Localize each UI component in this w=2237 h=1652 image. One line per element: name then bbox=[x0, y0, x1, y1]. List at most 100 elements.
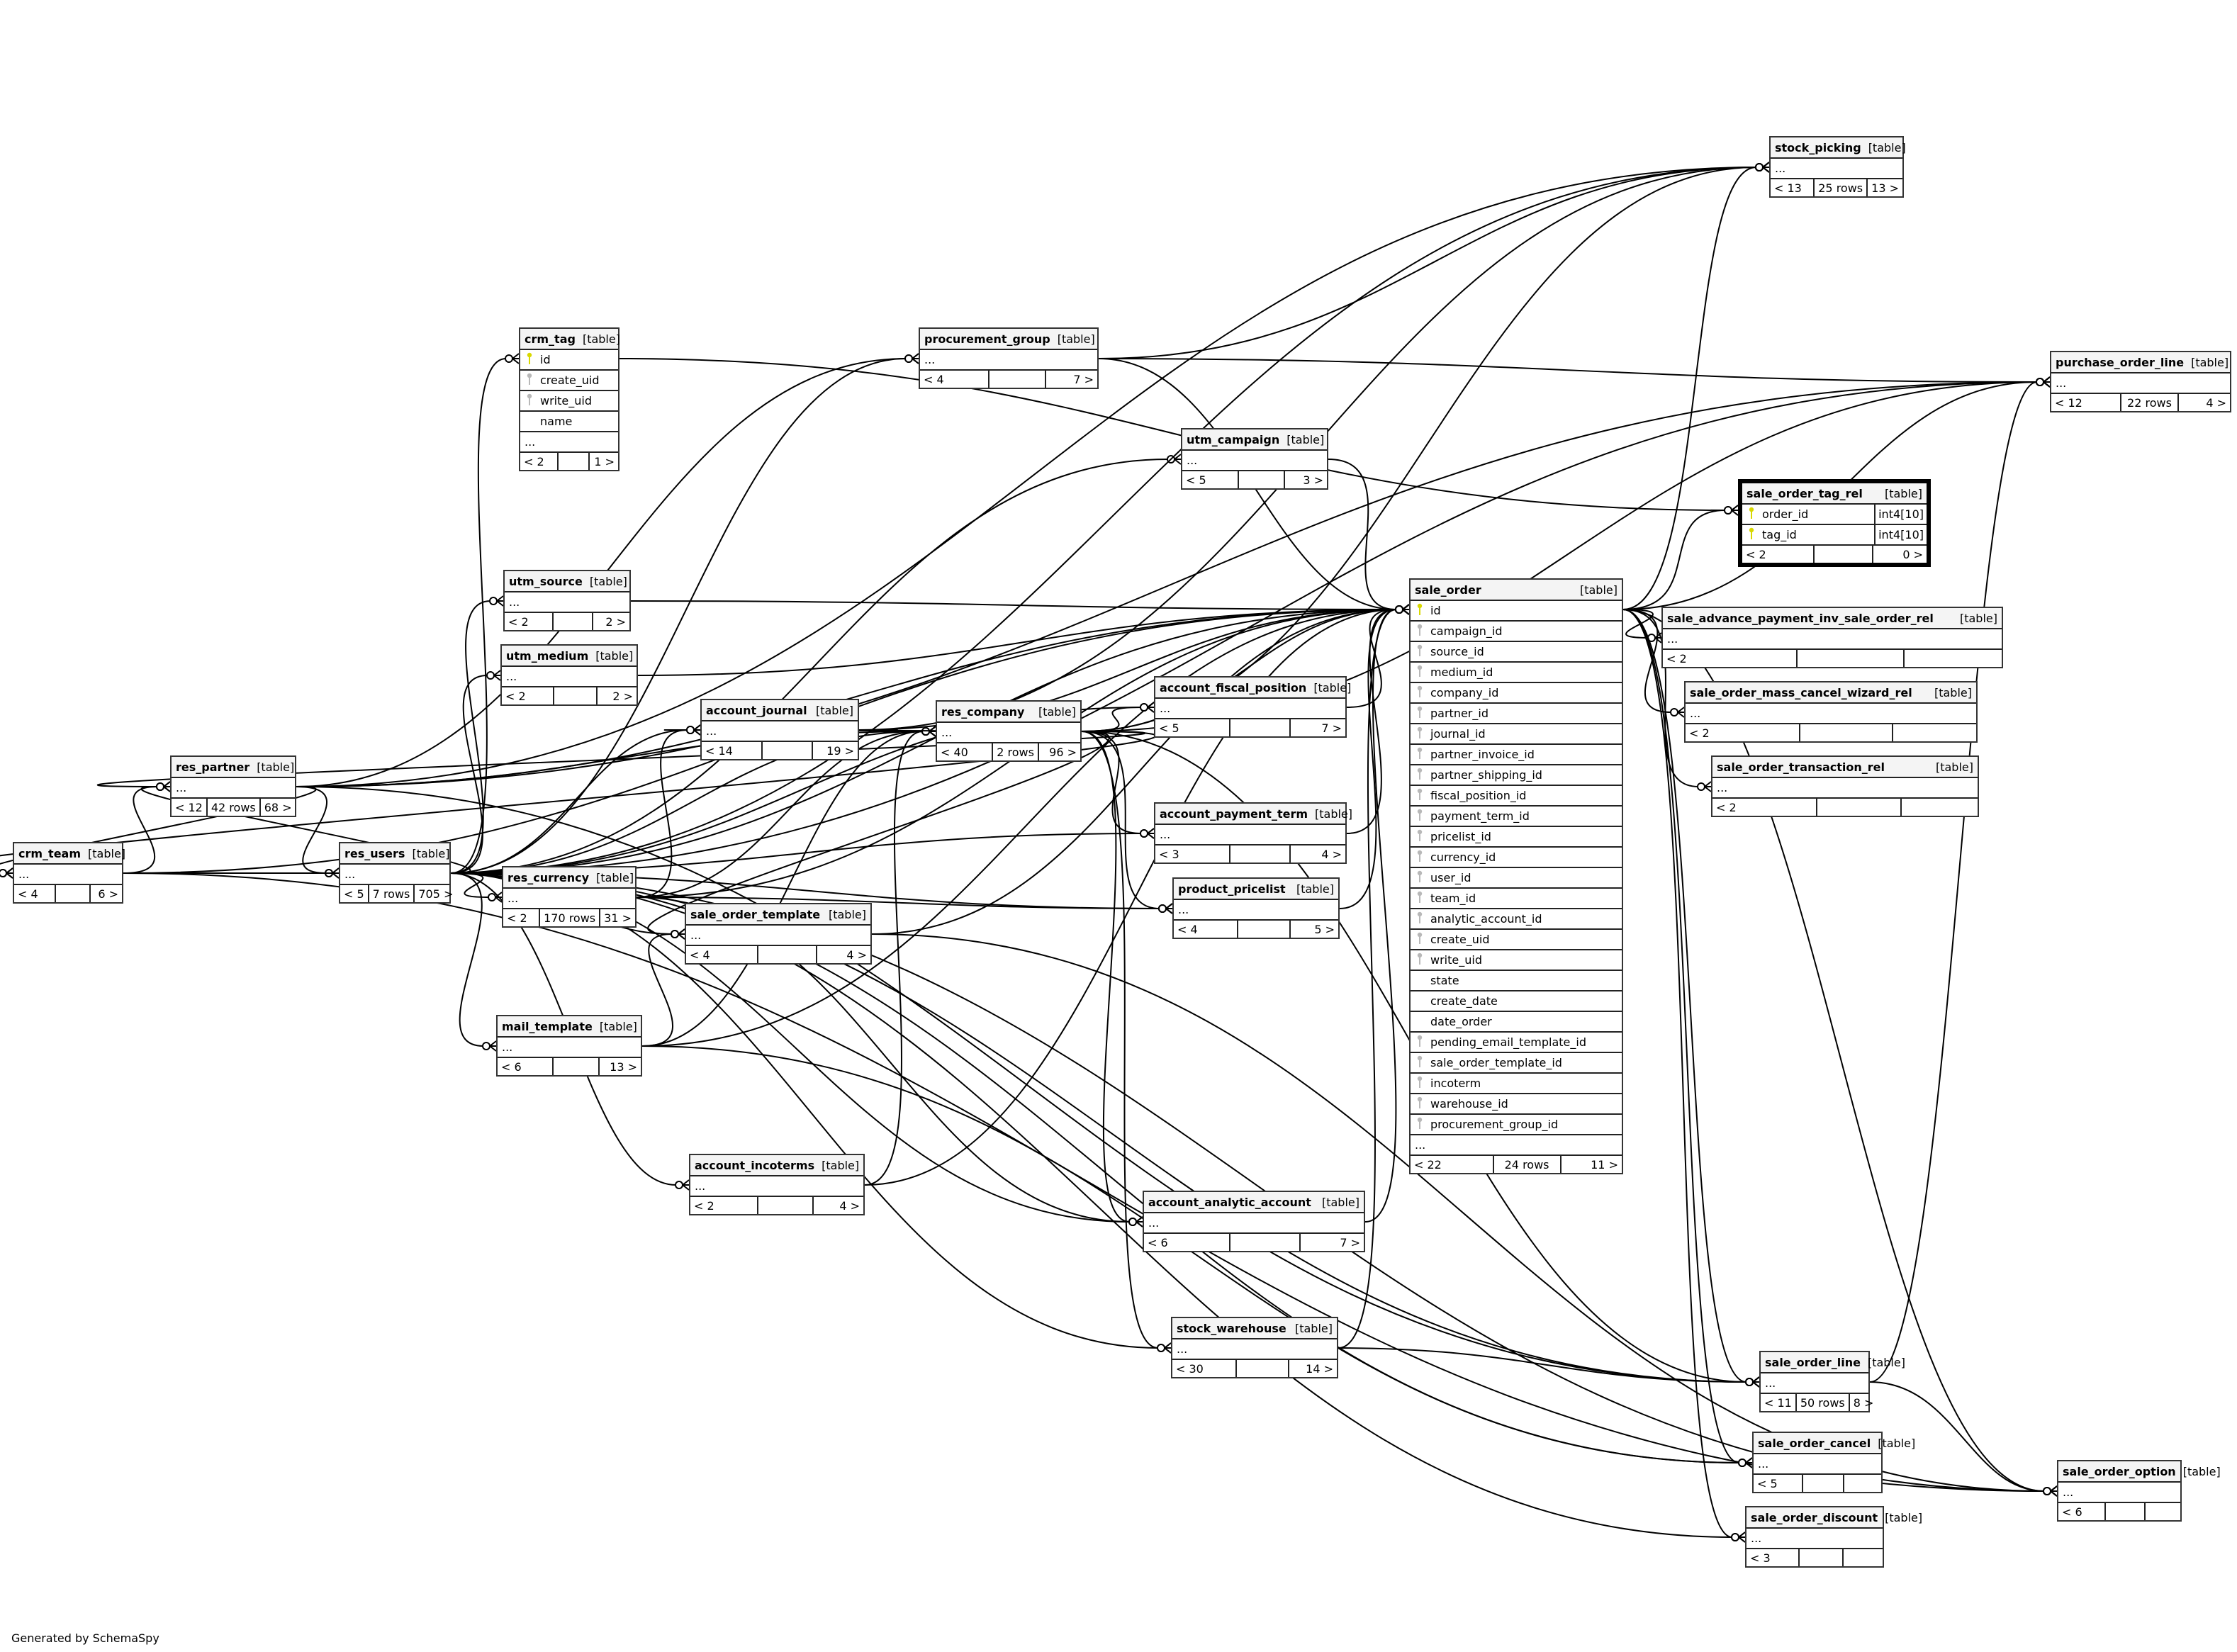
parents-count[interactable]: < 3 bbox=[1155, 845, 1230, 862]
column-row[interactable]: currency_id bbox=[1411, 848, 1622, 868]
column-row[interactable]: partner_id bbox=[1411, 704, 1622, 724]
column-row[interactable]: journal_id bbox=[1411, 724, 1622, 745]
more-columns-row[interactable]: ... bbox=[340, 865, 449, 885]
table-name[interactable]: crm_tag bbox=[525, 332, 576, 346]
column-row[interactable]: analytic_account_id bbox=[1411, 909, 1622, 930]
table-name[interactable]: res_partner bbox=[176, 760, 250, 774]
more-columns-row[interactable]: ... bbox=[702, 721, 858, 742]
table-name[interactable]: sale_order_option bbox=[2063, 1464, 2176, 1478]
children-count[interactable]: 13 > bbox=[1871, 181, 1899, 195]
table-sale-order-mass-cancel-wizard-rel[interactable]: sale_order_mass_cancel_wizard_rel[table]… bbox=[1684, 681, 1978, 743]
parents-count[interactable]: < 4 bbox=[14, 885, 57, 902]
children-count[interactable]: 1 > bbox=[594, 454, 615, 468]
children-count[interactable] bbox=[1902, 799, 1978, 816]
table-sale-order-transaction-rel[interactable]: sale_order_transaction_rel[table]...< 2 bbox=[1711, 755, 1979, 817]
children-count[interactable]: 11 > bbox=[1591, 1157, 1618, 1171]
column-row[interactable]: procurement_group_id bbox=[1411, 1115, 1622, 1135]
column-row[interactable]: team_id bbox=[1411, 889, 1622, 909]
table-name[interactable]: sale_order_discount bbox=[1751, 1510, 1878, 1524]
parents-count[interactable]: < 6 bbox=[498, 1058, 554, 1075]
more-columns-row[interactable]: ... bbox=[14, 865, 122, 885]
table-sale-order-option[interactable]: sale_order_option[table]...< 6 bbox=[2057, 1460, 2221, 1522]
children-count[interactable] bbox=[1893, 724, 1976, 741]
more-columns-row[interactable]: ... bbox=[1747, 1529, 1883, 1549]
more-columns-row[interactable]: ... bbox=[498, 1038, 641, 1058]
parents-count[interactable]: < 5 bbox=[1754, 1475, 1804, 1492]
parents-count[interactable]: < 2 bbox=[502, 687, 555, 704]
children-count[interactable]: 13 > bbox=[610, 1060, 637, 1074]
more-columns-row[interactable]: ... bbox=[1155, 699, 1345, 719]
children-count[interactable] bbox=[2146, 1503, 2180, 1520]
more-columns-row[interactable]: ... bbox=[920, 350, 1097, 371]
column-row[interactable]: pricelist_id bbox=[1411, 827, 1622, 848]
column-row[interactable]: date_order bbox=[1411, 1012, 1622, 1033]
children-count[interactable]: 5 > bbox=[1314, 922, 1335, 936]
parents-count[interactable]: < 2 bbox=[1663, 650, 1798, 667]
children-count[interactable]: 6 > bbox=[98, 887, 118, 901]
table-name[interactable]: account_payment_term bbox=[1160, 807, 1308, 821]
parents-count[interactable]: < 2 bbox=[1742, 546, 1815, 563]
more-columns-row[interactable]: ... bbox=[937, 723, 1080, 743]
more-columns-row[interactable]: ... bbox=[503, 889, 635, 909]
more-columns-row[interactable]: ... bbox=[1172, 1339, 1337, 1360]
column-row[interactable]: write_uid bbox=[1411, 950, 1622, 971]
column-row[interactable]: name bbox=[520, 412, 618, 432]
parents-count[interactable]: < 5 bbox=[340, 885, 369, 902]
column-row[interactable]: medium_id bbox=[1411, 663, 1622, 683]
column-row[interactable]: payment_term_id bbox=[1411, 807, 1622, 827]
children-count[interactable]: 7 > bbox=[1321, 721, 1342, 735]
parents-count[interactable]: < 14 bbox=[702, 742, 763, 759]
column-row[interactable]: create_uid bbox=[520, 371, 618, 391]
table-name[interactable]: account_analytic_account bbox=[1148, 1195, 1311, 1209]
more-columns-row[interactable]: ... bbox=[1771, 159, 1902, 179]
children-count[interactable]: 7 > bbox=[1073, 372, 1094, 386]
parents-count[interactable]: < 4 bbox=[1174, 921, 1239, 938]
more-columns-row[interactable]: ... bbox=[1761, 1373, 1868, 1394]
column-row[interactable]: create_uid bbox=[1411, 930, 1622, 950]
table-name[interactable]: res_users bbox=[344, 846, 405, 860]
column-row[interactable]: incoterm bbox=[1411, 1074, 1622, 1094]
table-name[interactable]: mail_template bbox=[502, 1019, 593, 1033]
column-row[interactable]: write_uid bbox=[520, 391, 618, 412]
more-columns-row[interactable]: ... bbox=[2051, 373, 2230, 394]
more-columns-row[interactable]: ... bbox=[1663, 629, 2002, 650]
table-name[interactable]: procurement_group bbox=[924, 332, 1050, 346]
more-columns-row[interactable]: ... bbox=[505, 592, 629, 613]
parents-count[interactable]: < 3 bbox=[1747, 1549, 1800, 1566]
children-count[interactable]: 2 > bbox=[612, 689, 634, 703]
parents-count[interactable]: < 40 bbox=[937, 743, 994, 760]
more-columns-row[interactable]: ... bbox=[502, 667, 637, 687]
column-row[interactable]: company_id bbox=[1411, 683, 1622, 704]
table-name[interactable]: res_company bbox=[941, 704, 1025, 719]
parents-count[interactable]: < 13 bbox=[1771, 179, 1815, 196]
column-row[interactable]: id bbox=[1411, 601, 1622, 622]
more-columns-row[interactable]: ... bbox=[1155, 825, 1345, 845]
table-name[interactable]: crm_team bbox=[18, 846, 82, 860]
children-count[interactable]: 4 > bbox=[846, 948, 868, 962]
table-name[interactable]: sale_order_template bbox=[690, 907, 821, 921]
more-columns-row[interactable]: ... bbox=[686, 926, 870, 946]
column-row[interactable]: partner_shipping_id bbox=[1411, 765, 1622, 786]
children-count[interactable]: 0 > bbox=[1902, 547, 1924, 561]
table-name[interactable]: sale_advance_payment_inv_sale_order_rel bbox=[1667, 611, 1934, 625]
children-count[interactable] bbox=[1905, 650, 2002, 667]
table-name[interactable]: utm_source bbox=[509, 574, 583, 588]
more-columns-row[interactable]: ... bbox=[1144, 1213, 1364, 1234]
children-count[interactable]: 4 > bbox=[1321, 847, 1342, 861]
table-name[interactable]: res_currency bbox=[508, 870, 590, 884]
